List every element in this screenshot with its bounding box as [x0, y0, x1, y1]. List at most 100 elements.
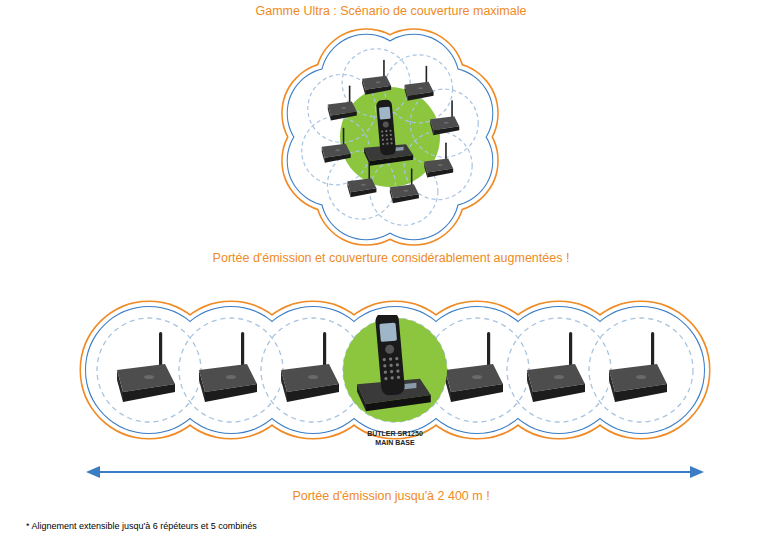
- repeater-front: [451, 384, 503, 402]
- repeater-antenna: [343, 128, 345, 147]
- repeater-antenna: [426, 66, 428, 85]
- phone-base-icon: [357, 315, 431, 411]
- outline-strokes: [81, 302, 709, 438]
- phone-base-icon: [364, 99, 413, 165]
- handset-key: [390, 134, 392, 136]
- repeater-icon: [347, 162, 376, 197]
- handset-key: [382, 139, 384, 141]
- handset-key: [386, 142, 388, 144]
- repeater-range: [589, 318, 693, 422]
- handset-key: [390, 370, 394, 374]
- repeater-led: [636, 375, 646, 379]
- cloud-coverage: [283, 30, 498, 245]
- handset-navkey: [383, 121, 390, 128]
- repeater-antenna: [451, 100, 453, 119]
- repeater-led: [403, 190, 408, 192]
- repeater-front: [331, 111, 357, 120]
- repeater-icon: [199, 332, 257, 402]
- handset-key: [381, 134, 383, 136]
- repeater-led: [438, 164, 443, 166]
- repeater-antenna: [383, 60, 385, 79]
- repeater-range: [507, 318, 611, 422]
- repeater-antenna: [349, 85, 351, 104]
- base-coverage-circle: [340, 87, 440, 187]
- handset-body: [376, 99, 396, 155]
- handset-key: [383, 364, 387, 368]
- handset-key: [383, 358, 387, 362]
- repeater-led: [341, 107, 346, 109]
- handset-key: [390, 138, 392, 140]
- product-label: BUTLER SR1250 MAIN BASE: [363, 429, 427, 447]
- handset-key: [397, 376, 401, 380]
- repeater-icon: [390, 168, 419, 203]
- headline-label: Portée d'émission et couverture considér…: [0, 251, 782, 265]
- outline-fill-lobe: [578, 307, 704, 433]
- cradle-front: [370, 155, 413, 166]
- outline-strokes: [86, 307, 704, 433]
- cradle-side: [364, 148, 370, 166]
- repeater-range: [179, 318, 283, 422]
- repeater-antenna: [159, 332, 162, 370]
- handset-key: [386, 134, 388, 136]
- repeater-front: [123, 384, 175, 402]
- cradle-side: [357, 384, 366, 411]
- handset-key: [385, 130, 387, 132]
- repeater-icon: [405, 66, 434, 101]
- range-arrow: [86, 466, 704, 478]
- range-label: Portée d'émission jusqu'à 2 400 m !: [0, 489, 782, 503]
- repeater-led: [554, 375, 564, 379]
- diagram-title: Gamme Ultra : Scénario de couverture max…: [0, 4, 782, 18]
- cradle-front: [366, 395, 431, 411]
- repeater-front: [427, 169, 453, 178]
- handset-key: [396, 369, 400, 373]
- repeater-led: [418, 87, 423, 89]
- outline-fill: [283, 30, 498, 245]
- repeater-led: [308, 375, 318, 379]
- repeater-icon: [117, 332, 175, 402]
- repeater-front: [350, 188, 376, 197]
- main-base-node: BUTLER SR1250 MAIN BASE: [340, 315, 450, 455]
- repeater-icon: [281, 332, 339, 402]
- handset-key: [390, 142, 392, 144]
- repeater-range: [385, 55, 453, 123]
- arrow-head: [690, 466, 704, 478]
- repeater-icon: [527, 332, 585, 402]
- handset-key: [384, 370, 388, 374]
- repeater-front: [533, 384, 585, 402]
- outline-fill: [86, 307, 704, 433]
- repeater-antenna: [445, 143, 447, 162]
- outline-fill: [81, 302, 709, 438]
- repeater-icon: [328, 85, 357, 120]
- repeater-led: [144, 375, 154, 379]
- repeater-front: [393, 194, 419, 203]
- handset-body: [375, 315, 406, 396]
- repeater-antenna: [487, 332, 490, 370]
- repeater-antenna: [569, 332, 572, 370]
- handset-key: [389, 357, 393, 361]
- outline-strokes: [288, 35, 493, 240]
- repeater-front: [433, 126, 459, 135]
- repeater-icon: [424, 143, 453, 178]
- handset-key: [381, 130, 383, 132]
- repeater-led: [376, 81, 381, 83]
- repeater-range: [302, 117, 370, 185]
- repeater-icon: [445, 332, 503, 402]
- handset: [375, 315, 406, 396]
- handset-key: [389, 364, 393, 368]
- repeater-led: [226, 375, 236, 379]
- handset-navkey: [385, 344, 395, 354]
- repeater-icon: [362, 60, 391, 95]
- repeater-antenna: [651, 332, 654, 370]
- handset: [376, 99, 396, 155]
- repeater-icon: [322, 128, 351, 163]
- handset-key: [382, 143, 384, 145]
- handset-key: [389, 130, 391, 132]
- repeater-front: [325, 154, 351, 163]
- repeater-front: [615, 384, 667, 402]
- chain-coverage: [81, 302, 709, 438]
- handset-key: [395, 357, 399, 361]
- repeater-icon: [430, 100, 459, 135]
- outline-fill: [288, 35, 493, 240]
